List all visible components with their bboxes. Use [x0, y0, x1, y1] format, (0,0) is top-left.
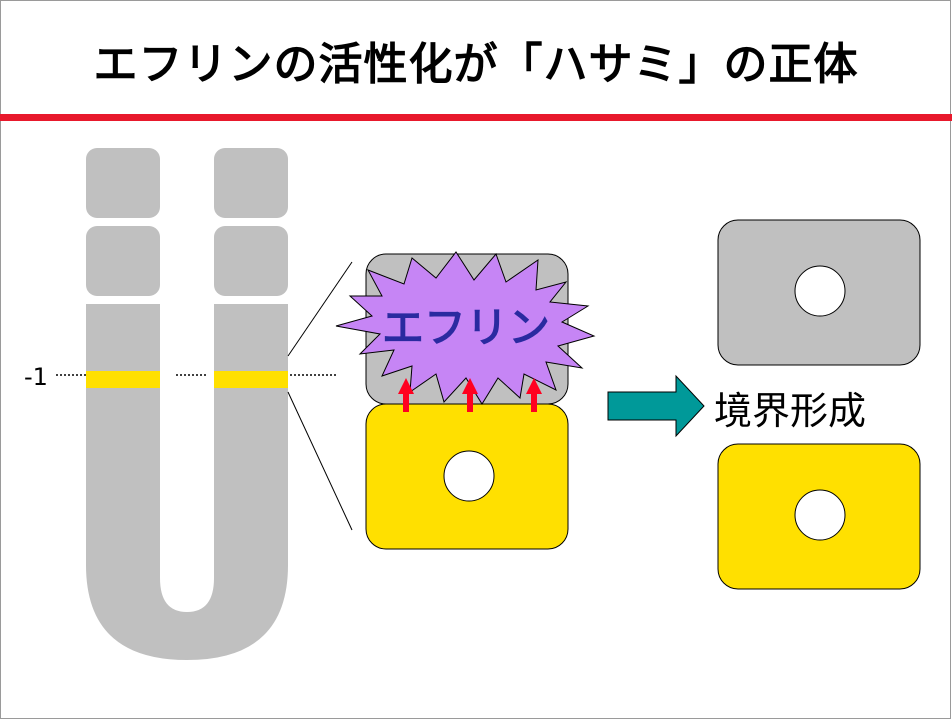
left-top-block — [86, 148, 160, 218]
title-rule — [0, 114, 952, 121]
ephrin-burst — [335, 251, 596, 405]
right-second-block — [214, 226, 288, 296]
red-up-arrow-icon — [398, 378, 542, 412]
u-shaped-tube — [86, 304, 288, 660]
right-top-block — [214, 148, 288, 218]
right-yellow-band — [214, 371, 288, 388]
result-label: 境界形成 — [714, 389, 866, 433]
zoom-line-bottom — [287, 391, 353, 531]
left-yellow-band — [86, 371, 160, 388]
zoom-line-top — [287, 261, 353, 357]
center-yellow-cell-nucleus — [443, 450, 495, 502]
slide-title: エフリンの活性化が「ハサミ」の正体 — [93, 39, 859, 90]
segment-label: -1 — [24, 363, 48, 391]
left-second-block — [86, 226, 160, 296]
result-yellow-cell-nucleus — [794, 489, 846, 541]
burst-label: エフリン — [382, 303, 550, 352]
neural-tube-structure — [86, 148, 288, 660]
teal-right-arrow-icon — [607, 374, 705, 438]
result-gray-cell-nucleus — [794, 265, 846, 317]
